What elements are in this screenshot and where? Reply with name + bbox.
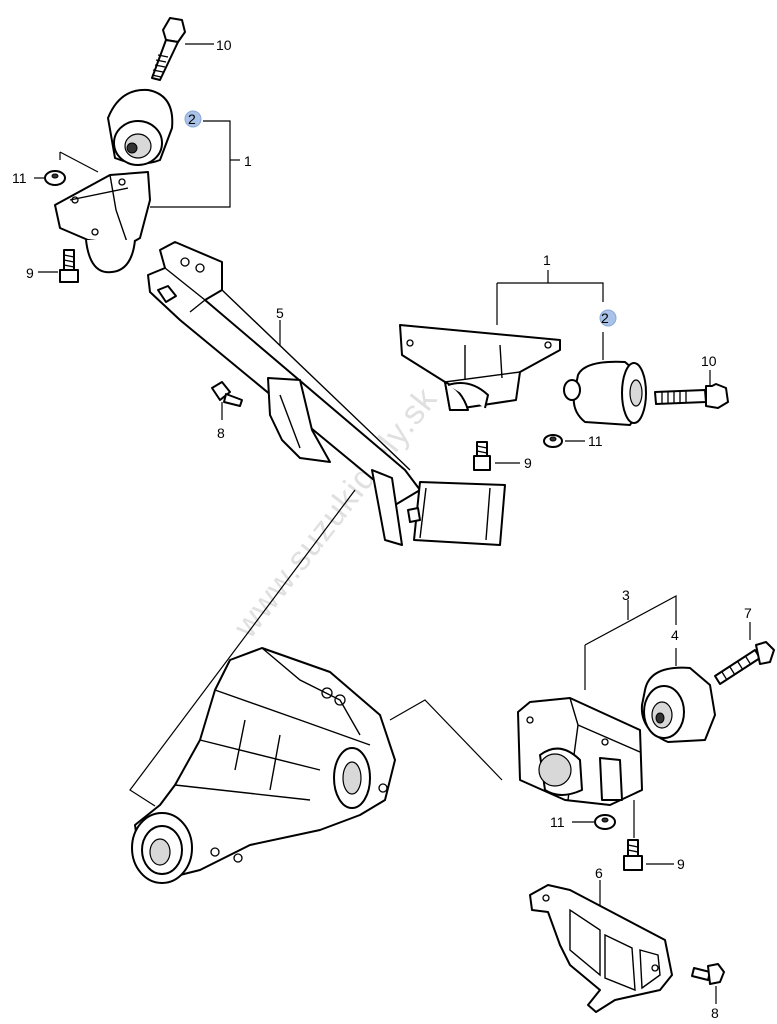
callout-11-left: 11: [12, 170, 27, 186]
bolt-8-left: [211, 381, 243, 407]
mount-bracket-rear: [517, 697, 643, 806]
highlight-2-right: [599, 309, 617, 327]
mount-bracket-right: [399, 324, 561, 411]
bolt-9-mid: [473, 441, 491, 471]
nut-11-bottom: [594, 814, 616, 830]
callout-7: 7: [744, 605, 752, 621]
callout-8-bottom: 8: [711, 1005, 719, 1021]
callout-1-top: 1: [244, 153, 252, 169]
mount-bracket-top-left: [54, 171, 151, 274]
nut-11-left: [44, 170, 66, 186]
callout-9-left: 9: [26, 265, 34, 281]
callout-8-left: 8: [217, 425, 225, 441]
callout-6: 6: [595, 865, 603, 881]
bolt-8-bottom: [691, 963, 725, 985]
callout-10-top: 10: [216, 37, 232, 53]
skid-plate-6: [529, 884, 673, 1013]
callout-9-mid: 9: [524, 455, 532, 471]
callout-3: 3: [622, 587, 630, 603]
callout-2-right: 2: [601, 310, 609, 326]
callout-10-right: 10: [701, 353, 717, 369]
highlight-2-top: [184, 110, 202, 128]
bushing-2-right: [563, 360, 647, 426]
bolt-9-left: [59, 249, 79, 283]
nut-11-mid: [543, 434, 563, 448]
callout-11-bottom: 11: [550, 814, 565, 830]
callout-9-bottom: 9: [677, 856, 685, 872]
callout-2-top: 2: [188, 111, 196, 127]
callout-11-mid: 11: [588, 433, 603, 449]
bolt-10-right: [654, 383, 729, 409]
bolt-7: [714, 641, 775, 685]
callout-1-right: 1: [543, 252, 551, 268]
differential-housing: [131, 647, 396, 884]
bushing-4: [640, 666, 716, 743]
bushing-2-top: [107, 88, 174, 166]
crossmember-5: [147, 241, 506, 546]
callout-5: 5: [276, 305, 284, 321]
bolt-10-top: [151, 17, 186, 81]
callout-4: 4: [671, 627, 679, 643]
bolt-9-bottom: [623, 839, 643, 871]
